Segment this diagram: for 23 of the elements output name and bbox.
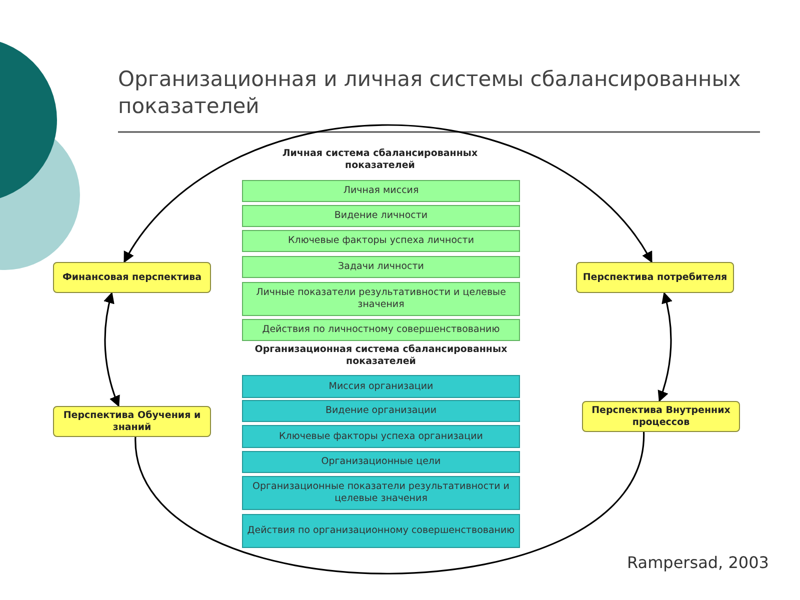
organizational-scorecard-box: Организационные цели <box>242 451 520 473</box>
perspective-box: Финансовая перспектива <box>53 262 211 293</box>
personal-scorecard-box: Личная миссия <box>242 180 520 202</box>
organizational-scorecard-box: Видение организации <box>242 400 520 422</box>
section-heading: Организационная система сбалансированных показателей <box>254 344 508 369</box>
arc-arrow <box>656 292 672 402</box>
organizational-scorecard-box: Действия по организационному совершенствованию <box>242 514 520 548</box>
perspective-box: Перспектива Внутренних процессов <box>582 401 740 432</box>
personal-scorecard-box: Задачи личности <box>242 256 520 278</box>
personal-scorecard-box: Видение личности <box>242 205 520 227</box>
organizational-scorecard-box: Ключевые факторы успеха организации <box>242 425 520 448</box>
organizational-scorecard-box: Организационные показатели результативности и целевые значения <box>242 476 520 510</box>
perspective-box: Перспектива Обучения и знаний <box>53 406 211 437</box>
organizational-scorecard-box: Миссия организации <box>242 375 520 398</box>
source-citation: Rampersad, 2003 <box>627 553 770 572</box>
title: Организационная и личная системы сбалансированных показателей <box>118 66 742 120</box>
arc-arrow <box>104 292 121 408</box>
personal-scorecard-box: Действия по личностному совершенствованию <box>242 319 520 341</box>
perspective-box: Перспектива потребителя <box>576 262 734 293</box>
section-heading: Личная система сбалансированных показателей <box>281 148 479 173</box>
arc-arrow <box>124 124 652 263</box>
personal-scorecard-box: Личные показатели результативности и целевые значения <box>242 282 520 316</box>
personal-scorecard-box: Ключевые факторы успеха личности <box>242 230 520 252</box>
